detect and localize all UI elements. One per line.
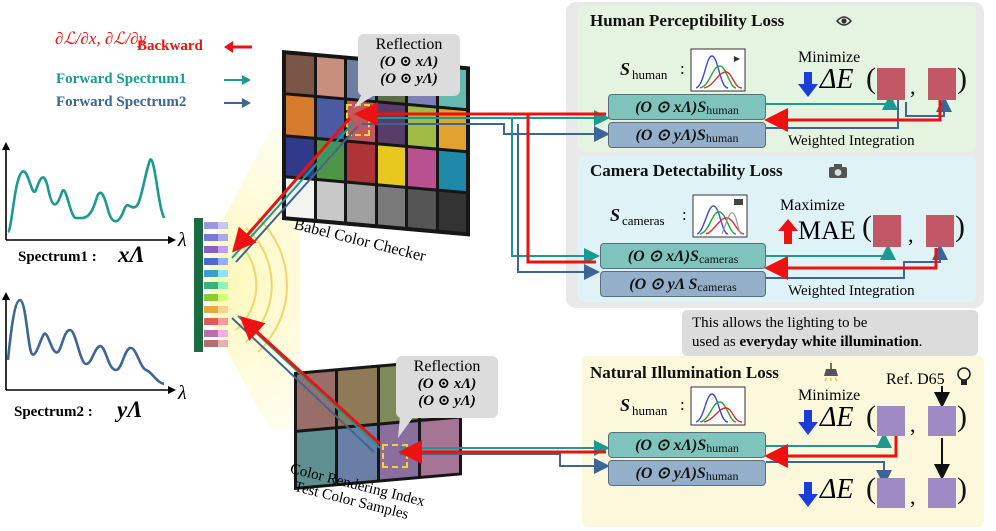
forward2-label: Forward Spectrum2 [56, 94, 187, 110]
human-swatch-y [928, 68, 956, 100]
natural-swatch-ref2 [928, 478, 956, 508]
backward-arrow-icon [224, 41, 252, 53]
natural-sensitivity-plot [690, 386, 746, 426]
forward1-label: Forward Spectrum1 [56, 71, 187, 87]
down-arrow-icon [798, 410, 818, 435]
camera-title: Camera Detectability Loss [590, 161, 783, 180]
cri-callout-pointer [398, 416, 414, 438]
human-sensitivity-plot [690, 48, 746, 92]
eye-icon [835, 16, 853, 26]
natural-close-paren-2: ) [957, 472, 967, 505]
camera-maximize-label: Maximize [780, 197, 845, 214]
down-arrow-icon [798, 72, 818, 97]
human-comma: , [910, 74, 916, 99]
camera-sensitivity-plot [692, 194, 748, 238]
backward-label: Backward [137, 38, 203, 54]
natural-title: Natural Illumination Loss [590, 363, 779, 382]
human-title: Human Perceptibility Loss [590, 11, 785, 30]
lambda-label-1: λ [178, 229, 187, 251]
camera-open-paren: ( [862, 210, 872, 243]
human-swatch-x [877, 68, 905, 100]
natural-s-sub: human [632, 403, 668, 418]
natural-open-paren-1: ( [866, 400, 876, 433]
spectrum1-label: Spectrum1 : [18, 249, 97, 265]
camera-swatch-y [926, 215, 954, 247]
natural-close-paren-1: ) [957, 400, 967, 433]
lamp-icon [824, 363, 838, 382]
human-s-sub: human [632, 67, 668, 82]
camera-mae: MAE [798, 216, 856, 245]
camera-weighted-label: Weighted Integration [788, 283, 915, 299]
camera-icon [829, 164, 847, 178]
derivative-label: ∂ℒ/∂x, ∂ℒ/∂y [55, 29, 147, 48]
white-illumination-note: This allows the lighting to be used as e… [682, 310, 978, 356]
natural-ref-label: Ref. D65 [886, 371, 945, 388]
spectrum2-label: Spectrum2 : [14, 404, 93, 420]
human-s-label: S [620, 59, 631, 79]
down-arrow-icon [798, 482, 818, 507]
cri-reflection-callout: Reflection (O ⊙ xΛ) (O ⊙ yΛ) [396, 356, 498, 418]
natural-swatch-ref1 [928, 406, 956, 436]
natural-open-paren-2: ( [866, 472, 876, 505]
led-array [204, 222, 228, 347]
human-close-paren: ) [957, 62, 967, 95]
natural-delta-e-2: ΔE [820, 474, 854, 505]
human-open-paren: ( [866, 62, 876, 95]
lightbulb-icon [957, 367, 971, 385]
human-minimize-label: Minimize [798, 49, 861, 66]
human-delta-e: ΔE [820, 64, 854, 95]
spectrum1-plot [2, 142, 176, 244]
forward1-arrow-icon [224, 75, 251, 85]
spectrum1-symbol: xΛ [118, 242, 145, 267]
forward2-arrow-icon [224, 98, 251, 108]
lambda-label-2: λ [178, 382, 187, 404]
camera-close-paren: ) [955, 210, 965, 243]
natural-minimize-label: Minimize [798, 387, 861, 404]
camera-comma: , [908, 222, 914, 247]
natural-s-label: S [620, 395, 631, 415]
spectrum2-plot [2, 292, 176, 394]
led-light-source [194, 218, 203, 352]
camera-swatch-x [873, 215, 901, 247]
up-arrow-icon [778, 219, 798, 244]
natural-delta-e-1: ΔE [820, 402, 854, 433]
camera-s-label: S [610, 205, 621, 225]
camera-s-sub: cameras [622, 213, 665, 228]
babel-reflection-callout: Reflection (O ⊙ xΛ) (O ⊙ yΛ) [358, 34, 460, 96]
natural-swatch-x [877, 406, 905, 436]
spectrum2-symbol: yΛ [117, 397, 143, 422]
human-weighted-label: Weighted Integration [788, 133, 915, 149]
natural-swatch-y [877, 478, 905, 508]
